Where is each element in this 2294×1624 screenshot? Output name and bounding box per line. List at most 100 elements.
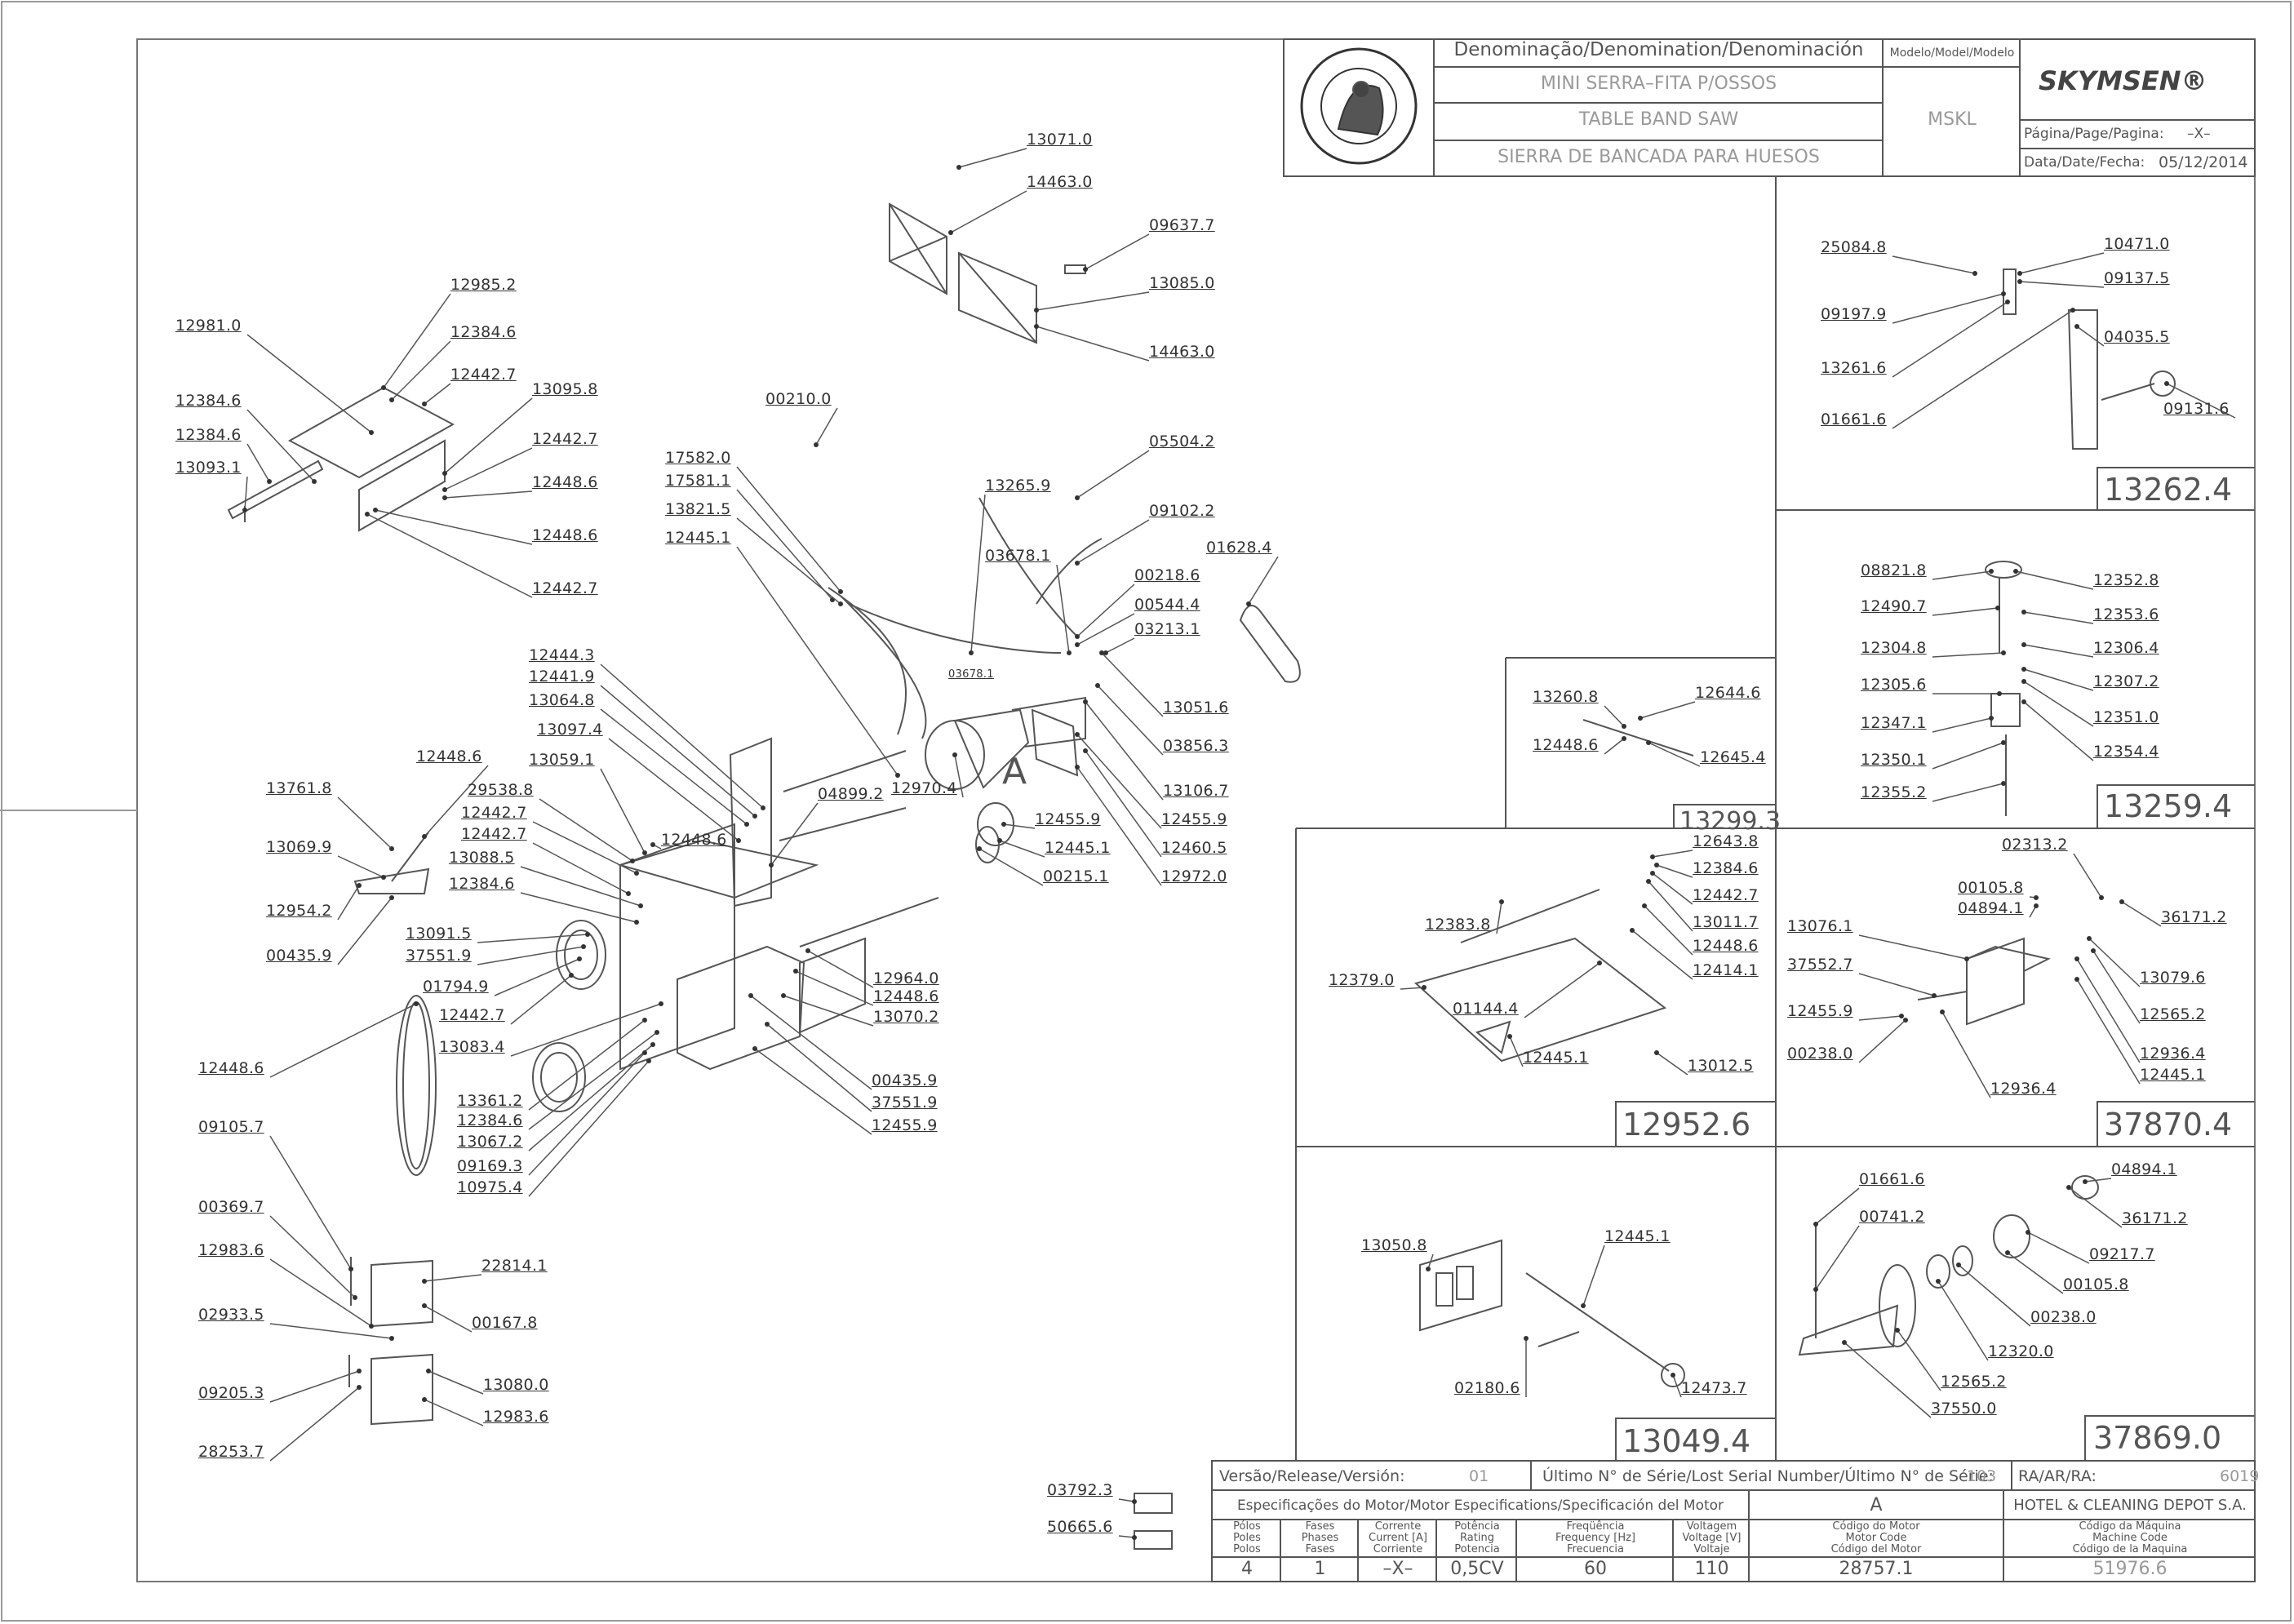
part-number-label: 12441.9 [529,668,595,686]
leader-dot [895,773,900,778]
leader-dot [805,948,810,953]
leader-dot [642,850,647,855]
part-number-label: 02180.6 [1454,1379,1520,1397]
leader-line [428,1370,484,1395]
part-number-label: 12320.0 [1988,1342,2054,1360]
leader-line [269,1387,360,1462]
leader-dot [1813,1222,1818,1227]
part-number-label: 12985.2 [450,276,517,294]
part-number-label: 13088.5 [449,849,515,867]
leader-dot [977,846,982,851]
part-number-label: 12442.7 [1693,886,1759,904]
part-number-label: 12379.0 [1329,971,1395,989]
leader-dot [793,969,798,974]
leader-dot [744,822,749,827]
leader-line [1858,973,1935,996]
leader-dot [650,842,655,847]
leader-line [770,802,819,866]
leader-line [970,494,986,654]
part-number-label: 12460.5 [1161,839,1227,857]
part-number-label: 12643.8 [1693,832,1759,850]
leader-dot [1956,1262,1961,1267]
motor-letter: A [1870,1495,1883,1515]
leader-dot [1622,724,1626,729]
leader-line [528,1044,654,1151]
leader-dot [1646,879,1651,884]
leader-dot [765,1022,770,1027]
part-number-label: 01661.6 [1859,1170,1925,1188]
part-number-label: 12983.6 [198,1241,264,1259]
part-number-label: 13079.6 [2140,969,2206,987]
detail-code: 13262.4 [2104,472,2233,508]
leader-dot [2083,1179,2088,1184]
part-number-label: 00218.6 [1134,566,1200,584]
part-number-label: 12448.6 [873,987,939,1005]
leader-dot [1842,1340,1847,1345]
leader-line [2088,938,2141,987]
part-number-label: 37551.9 [406,947,472,965]
leader-dot [626,891,631,896]
part-number-label: 00210.0 [765,390,832,408]
part-number-label: 12306.4 [2093,639,2159,657]
leader-line [736,517,841,605]
leader-dot [1075,765,1080,770]
part-number-label: 12644.6 [1695,684,1761,702]
part-number-label: 12448.6 [532,526,598,544]
leader-dot [1932,993,1937,998]
motor-col-header: Código da Máquina [2079,1520,2181,1533]
leader-dot [1903,1018,1908,1023]
leader-line [2023,611,2094,624]
leader-line [1644,905,1693,956]
part-number-label: 14463.0 [1027,173,1093,191]
motor-col-header: Código del Motor [1830,1543,1922,1555]
part-number-label: 03213.1 [1134,620,1200,638]
part-number-label: 12354.4 [2093,743,2159,761]
inline-part-label: 03678.1 [948,668,994,681]
brand-logo: SKYMSEN® [2039,65,2207,96]
leader-dot [1132,1535,1137,1540]
part-number-label: 13064.8 [529,691,595,709]
motor-col-header: Fases [1305,1520,1335,1533]
leader-line [1604,738,1625,755]
leader-dot [1654,1050,1659,1055]
part-number-label: 17581.1 [665,472,731,490]
leader-line [424,1305,473,1333]
leader-line [520,866,641,907]
leader-dot [2070,308,2075,313]
part-number-label: 12455.9 [1787,1002,1853,1020]
leader-line [1248,556,1279,605]
leader-line [1400,987,1425,990]
leader-dot [369,1324,374,1329]
part-number-label: 12964.0 [873,970,939,987]
leader-dot [630,859,635,863]
leader-dot [1899,1014,1904,1018]
leader-line [528,1052,646,1176]
part-number-label: 13080.0 [483,1376,549,1394]
leader-line [269,1003,417,1078]
part-number-label: 09169.3 [457,1157,523,1175]
part-number-label: 09105.7 [198,1118,264,1136]
leader-line [1652,850,1693,858]
leader-dot [646,1058,651,1063]
part-number-label: 28253.7 [198,1443,264,1461]
leader-line [510,1003,662,1057]
leader-dot [365,512,370,517]
part-number-label: 12304.8 [1861,639,1927,657]
leader-dot [267,479,272,484]
part-number-label: 12355.2 [1861,783,1927,801]
leader-dot [442,471,447,476]
leader-dot [1524,1336,1529,1341]
leader-dot [2017,279,2022,284]
motor-col-header: Phases [1301,1532,1339,1544]
leader-line [978,848,1044,886]
leader-dot [442,495,447,500]
leader-dot [1426,1267,1431,1271]
leader-dot [752,1046,757,1051]
version-label: Versão/Release/Versión: [1219,1467,1405,1485]
leader-dot [2001,291,2006,296]
leader-line [2023,668,2094,691]
part-number-label: 12384.6 [457,1112,523,1129]
part-number-label: 00544.4 [1134,596,1200,614]
part-number-label: 12384.6 [450,323,517,341]
